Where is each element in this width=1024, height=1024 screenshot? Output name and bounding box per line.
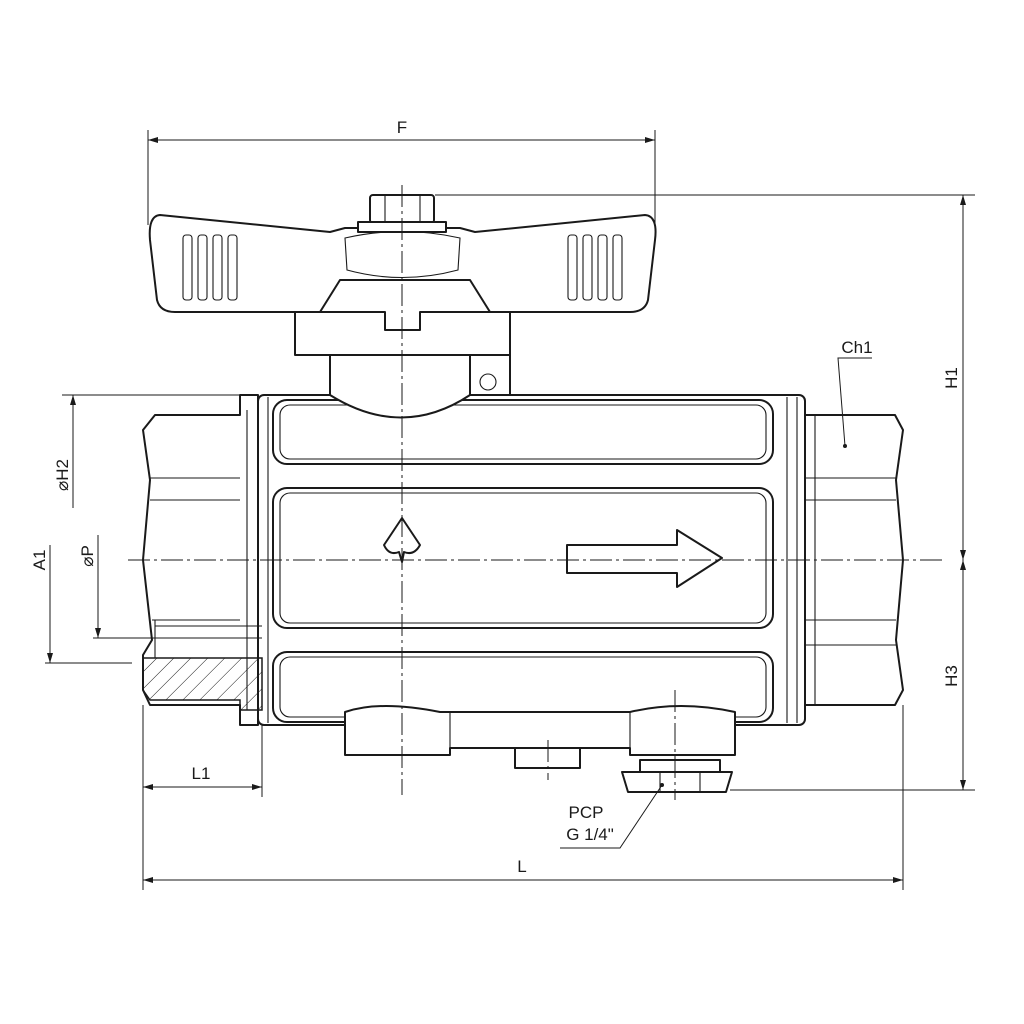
- handle-grip-right: [567, 234, 623, 301]
- dimension-label-h1: H1: [942, 367, 961, 389]
- butterfly-handle: [148, 194, 657, 419]
- dimension-label-f: F: [397, 118, 407, 137]
- dimension-label-l1: L1: [192, 764, 211, 783]
- dimension-lines: [45, 130, 975, 890]
- dimension-label-p: ⌀P: [78, 545, 97, 567]
- dimension-label-a1: A1: [30, 550, 49, 571]
- port-label-pcp: PCP: [569, 803, 604, 822]
- dimension-label-h2: ⌀H2: [53, 459, 72, 491]
- dimension-label-ch1: Ch1: [841, 338, 872, 357]
- flow-direction-arrow: [566, 529, 723, 588]
- dimension-label-h3: H3: [942, 665, 961, 687]
- left-hex-fitting: [142, 394, 263, 726]
- handle-grip-left: [182, 234, 238, 301]
- bottom-bosses: [344, 705, 736, 793]
- port-thread-label: G 1/4": [566, 825, 614, 844]
- dimension-label-l: L: [517, 857, 526, 876]
